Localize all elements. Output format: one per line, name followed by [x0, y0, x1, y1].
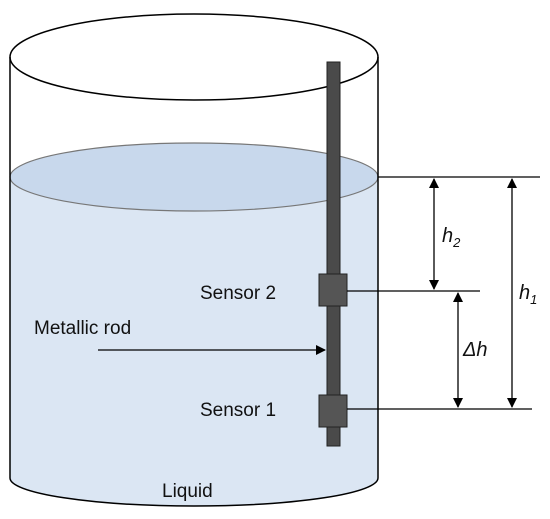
h2-subscript: 2	[452, 235, 461, 250]
tank-top-rim	[9, 13, 379, 101]
h2-label: h2	[442, 225, 461, 250]
metallic-rod-label: Metallic rod	[34, 318, 131, 339]
h1-label: h1	[519, 282, 537, 307]
sensor-2-label: Sensor 2	[200, 283, 276, 304]
sensor-1-block	[318, 394, 348, 428]
sensor-1-label: Sensor 1	[200, 400, 276, 421]
dh-label: Δh	[462, 339, 488, 361]
tank-bottom-rim	[9, 477, 379, 507]
h1-subscript: 1	[530, 292, 537, 307]
sensor-2-block	[318, 273, 348, 307]
metallic-rod	[326, 61, 341, 447]
liquid-label: Liquid	[162, 481, 213, 502]
liquid-body	[10, 177, 378, 506]
liquid-surface	[9, 142, 379, 212]
h1-main: h	[519, 282, 530, 304]
h2-main: h	[442, 225, 453, 247]
